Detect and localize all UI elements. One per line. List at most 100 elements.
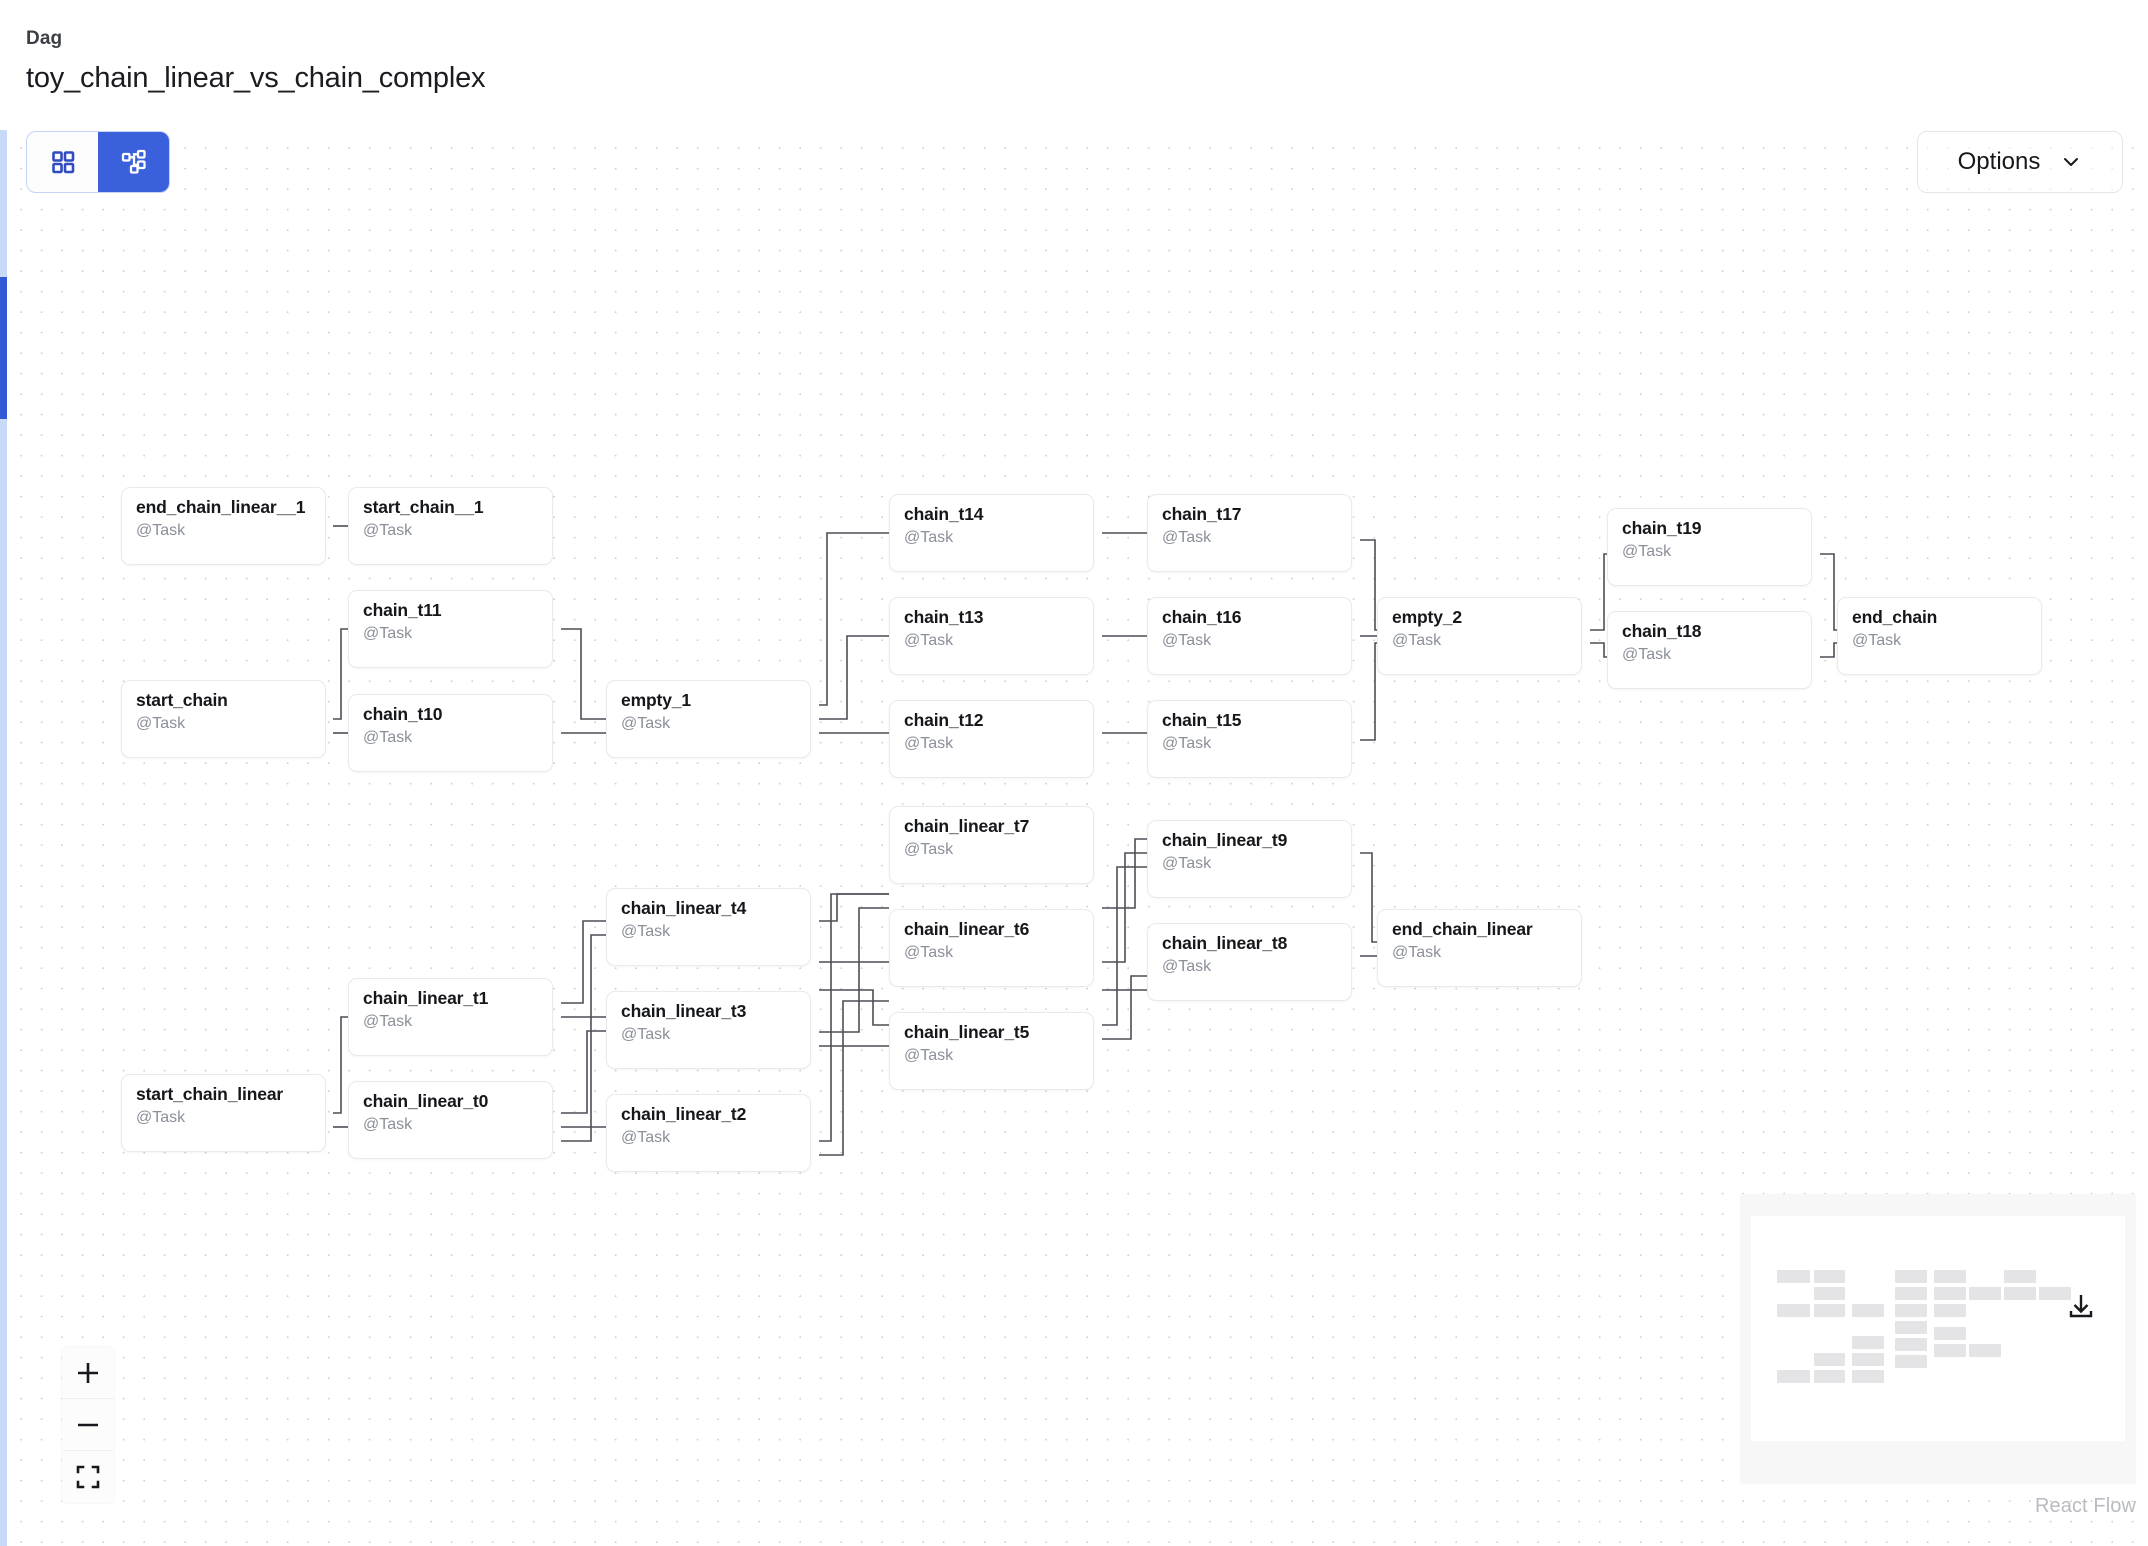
minimap-node: [1934, 1327, 1966, 1340]
graph-node[interactable]: chain_linear_t6 @Task: [889, 909, 1094, 987]
graph-node[interactable]: chain_t11 @Task: [348, 590, 553, 668]
fit-view-button[interactable]: [62, 1451, 114, 1503]
graph-node-type: @Task: [363, 1013, 413, 1030]
graph-node-label: start_chain_linear: [136, 1084, 284, 1104]
graph-node-type: @Task: [1392, 944, 1442, 961]
minimap-node: [2039, 1287, 2071, 1300]
grid-view-icon: [51, 151, 74, 174]
minimap-node: [1852, 1304, 1884, 1317]
graph-node[interactable]: chain_t17 @Task: [1147, 494, 1352, 572]
minimap-node: [1934, 1344, 1966, 1357]
page-title: toy_chain_linear_vs_chain_complex: [26, 62, 486, 94]
graph-node-type: @Task: [621, 1129, 671, 1146]
graph-node[interactable]: chain_t18@Task: [1607, 611, 1812, 689]
graph-canvas[interactable]: end_chain_linear__1@Task start_chain__1@T…: [7, 130, 2148, 1546]
plus-icon: [78, 1362, 98, 1383]
graph-node[interactable]: chain_t16 @Task: [1147, 597, 1352, 675]
minimap-node: [1934, 1304, 1966, 1317]
minimap-node: [1934, 1270, 1966, 1283]
page-scrollbar-track[interactable]: [0, 0, 7, 1546]
graph-node-type: @Task: [1162, 529, 1212, 546]
graph-node-label: chain_linear_t9: [1162, 830, 1288, 850]
graph-node[interactable]: chain_linear_t9@Task: [1147, 820, 1352, 898]
graph-view-button[interactable]: [98, 132, 169, 192]
graph-node[interactable]: chain_linear_t2 @Task: [606, 1094, 811, 1172]
graph-node-label: chain_t19: [1622, 518, 1702, 538]
minimap-viewport[interactable]: [1751, 1216, 2125, 1441]
graph-node[interactable]: end_chain_linear__1@Task: [121, 487, 326, 565]
options-label: Options: [1957, 148, 2041, 175]
graph-node-label: chain_t10: [363, 704, 443, 724]
graph-node[interactable]: start_chain @Task: [121, 680, 326, 758]
graph-node-label: chain_t16: [1162, 607, 1242, 627]
graph-node[interactable]: chain_t15 @Task: [1147, 700, 1352, 778]
graph-node[interactable]: chain_linear_t1 @Task: [348, 978, 553, 1056]
graph-node-label: chain_linear_t1: [363, 988, 489, 1008]
graph-node-label: chain_linear_t2: [621, 1104, 747, 1124]
minimap-node: [1814, 1370, 1845, 1383]
react-flow-attribution[interactable]: React Flow: [2034, 1495, 2136, 1517]
graph-node[interactable]: chain_t10 @Task: [348, 694, 553, 772]
graph-node-label: chain_t13: [904, 607, 984, 627]
graph-node-label: start_chain: [136, 690, 228, 710]
graph-node[interactable]: end_chain_linear @Task: [1377, 909, 1582, 987]
graph-node-type: @Task: [1622, 646, 1672, 663]
graph-node-label: empty_2: [1392, 607, 1462, 627]
graph-node-label: chain_t17: [1162, 504, 1242, 524]
graph-node-type: @Task: [904, 944, 954, 961]
minimap-node: [1969, 1287, 2001, 1300]
graph-node-type: @Task: [904, 735, 954, 752]
graph-node[interactable]: empty_1@Task: [606, 680, 811, 758]
graph-node[interactable]: chain_t12 @Task: [889, 700, 1094, 778]
zoom-out-button[interactable]: [62, 1399, 114, 1451]
graph-node[interactable]: chain_linear_t4@Task: [606, 888, 811, 966]
graph-node[interactable]: chain_linear_t7@Task: [889, 806, 1094, 884]
graph-node-label: end_chain: [1852, 607, 1938, 627]
graph-node-type: @Task: [136, 522, 186, 539]
graph-node-type: @Task: [621, 715, 671, 732]
graph-node-type: @Task: [621, 1026, 671, 1043]
graph-node-type: @Task: [904, 529, 954, 546]
minimap-node: [1777, 1270, 1810, 1283]
minimap-node: [1895, 1270, 1927, 1283]
graph-node[interactable]: chain_t13 @Task: [889, 597, 1094, 675]
minimap-node: [1777, 1304, 1810, 1317]
graph-node[interactable]: chain_t14 @Task: [889, 494, 1094, 572]
graph-node-label: chain_linear_t0: [363, 1091, 489, 1111]
graph-node-type: @Task: [363, 729, 413, 746]
minimap[interactable]: [1740, 1194, 2136, 1484]
graph-node[interactable]: chain_linear_t8@Task: [1147, 923, 1352, 1001]
graph-node-type: @Task: [1162, 632, 1212, 649]
graph-node-type: @Task: [1162, 735, 1212, 752]
minimap-node: [1895, 1355, 1927, 1368]
graph-node-label: chain_t15: [1162, 710, 1242, 730]
graph-node-label: chain_t14: [904, 504, 984, 524]
graph-node[interactable]: chain_t19@Task: [1607, 508, 1812, 586]
graph-node-label: chain_linear_t6: [904, 919, 1030, 939]
page-kicker: Dag: [26, 28, 63, 49]
grid-view-button[interactable]: [27, 132, 98, 192]
graph-node[interactable]: start_chain__1@Task: [348, 487, 553, 565]
page-scrollbar-thumb[interactable]: [0, 277, 7, 419]
graph-node-type: @Task: [363, 625, 413, 642]
graph-node-label: end_chain_linear: [1392, 919, 1533, 939]
minimap-node: [1895, 1304, 1927, 1317]
graph-node[interactable]: chain_linear_t0@Task: [348, 1081, 553, 1159]
graph-node-label: chain_t11: [363, 600, 442, 620]
graph-node[interactable]: start_chain_linear@Task: [121, 1074, 326, 1152]
graph-node-type: @Task: [904, 632, 954, 649]
zoom-in-button[interactable]: [62, 1347, 114, 1399]
graph-node[interactable]: end_chain@Task: [1837, 597, 2042, 675]
graph-node[interactable]: empty_2 @Task: [1377, 597, 1582, 675]
graph-node-label: chain_t12: [904, 710, 984, 730]
options-button[interactable]: Options: [1917, 131, 2123, 193]
minimap-node: [1852, 1370, 1884, 1383]
graph-node-type: @Task: [904, 841, 954, 858]
graph-node[interactable]: chain_linear_t5@Task: [889, 1012, 1094, 1090]
chevron-down-icon: [2064, 158, 2079, 166]
fit-view-icon: [76, 1465, 100, 1489]
graph-node-type: @Task: [1392, 632, 1442, 649]
download-image-button[interactable]: [2064, 1290, 2098, 1324]
graph-node-type: @Task: [136, 715, 186, 732]
graph-node[interactable]: chain_linear_t3@Task: [606, 991, 811, 1069]
